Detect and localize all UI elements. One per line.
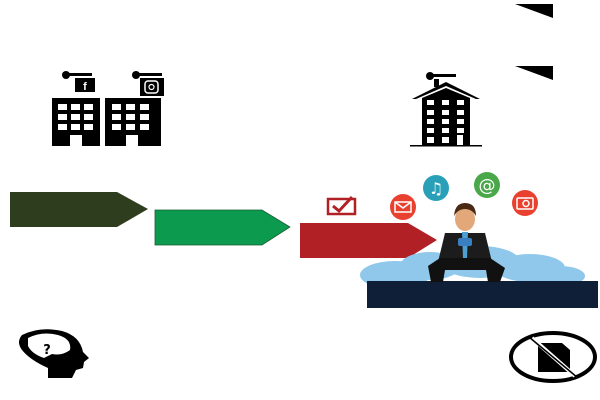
camera-icon xyxy=(512,190,538,216)
music-note-icon: ♫ xyxy=(423,175,449,201)
instagram-building-icon xyxy=(105,71,164,146)
platform xyxy=(367,281,598,308)
svg-text:?: ? xyxy=(43,343,51,358)
building-icon xyxy=(410,72,482,147)
no-document-icon xyxy=(509,331,597,383)
step-arrow-3 xyxy=(300,223,437,258)
svg-text:f: f xyxy=(83,81,87,93)
person-with-phone xyxy=(428,203,505,282)
at-sign-icon: @ xyxy=(474,172,500,198)
corner-triangle-middle xyxy=(515,66,553,80)
facebook-building-icon: f xyxy=(52,71,100,146)
checkbox-icon xyxy=(326,195,357,216)
step-arrow-2 xyxy=(154,209,291,246)
step-arrow-1 xyxy=(10,192,148,227)
corner-triangle-top xyxy=(515,4,553,18)
svg-text:♫: ♫ xyxy=(429,179,443,198)
envelope-icon xyxy=(390,194,416,220)
brain-question-head-icon: ? xyxy=(19,329,89,378)
svg-text:@: @ xyxy=(479,176,496,196)
